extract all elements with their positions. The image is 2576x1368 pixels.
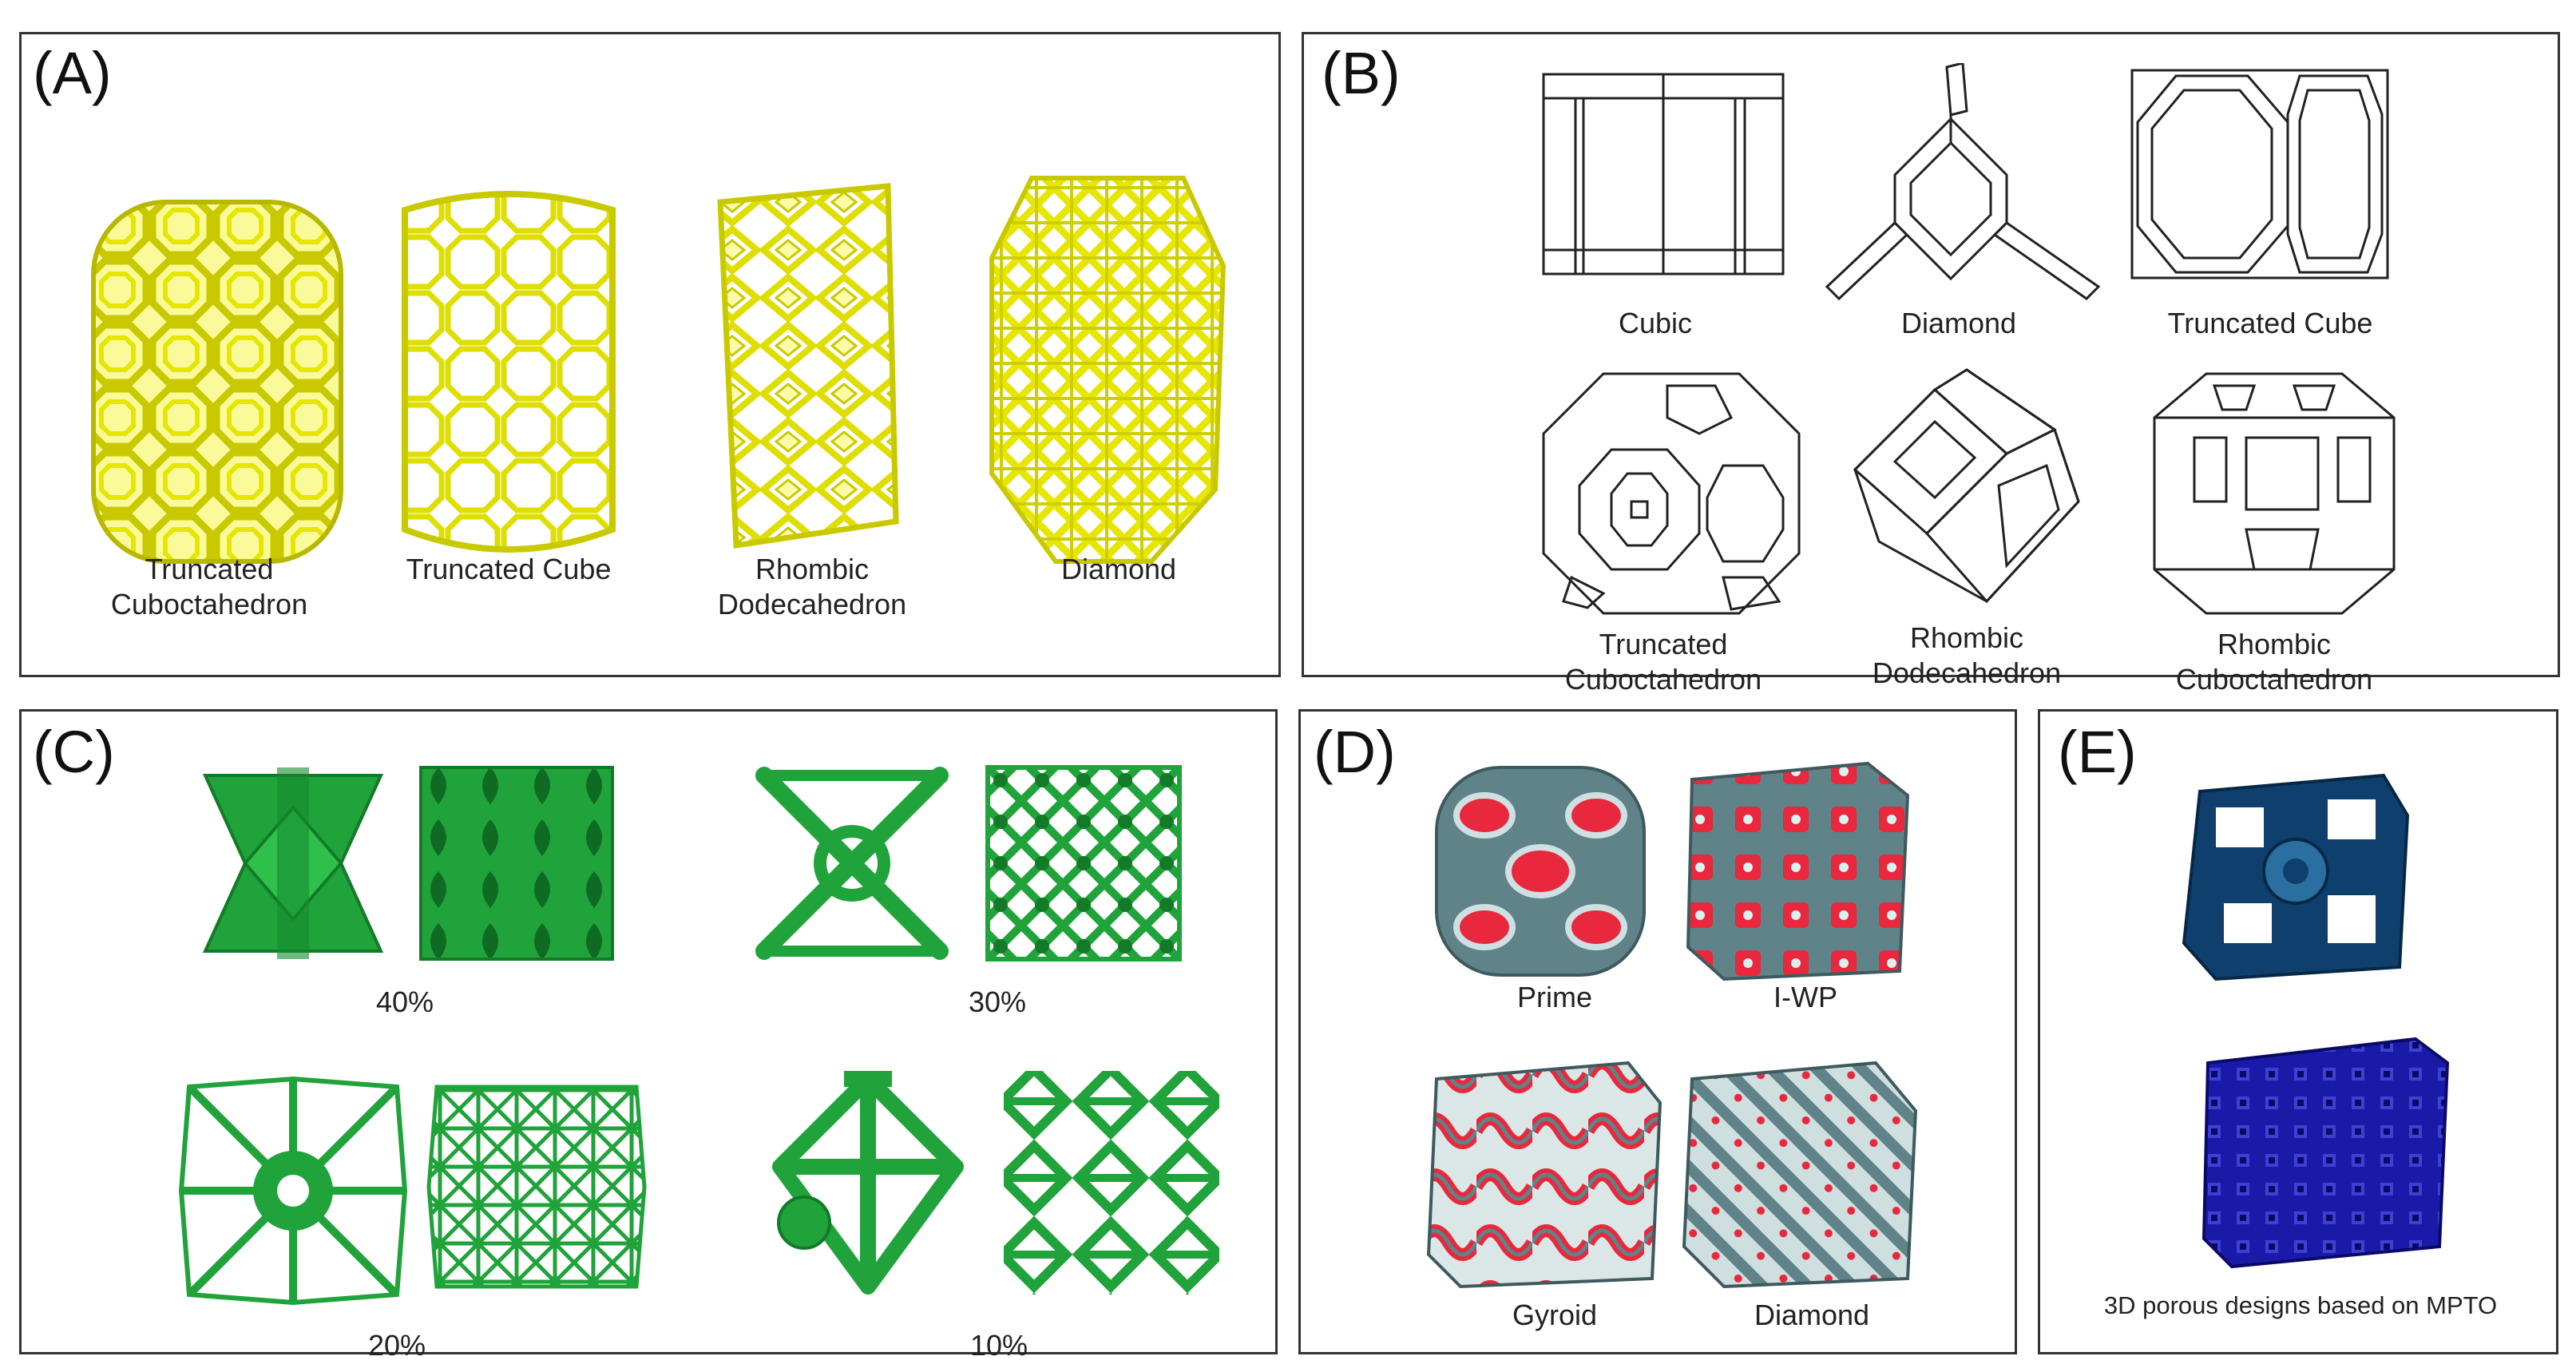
diamond-lattice — [984, 170, 1231, 569]
caption-gyroid: Gyroid — [1512, 1299, 1598, 1331]
mpto-lattice-array — [2200, 1031, 2455, 1271]
caption-diamond: Diamond — [1060, 553, 1177, 585]
panel-e: (E) 3D porous designs based on MPTO — [2038, 709, 2558, 1354]
cubic-cell-drawing — [1536, 66, 1791, 282]
rhombic-dodecahedron-cell-drawing — [1847, 366, 2087, 605]
lattice-20-unit-cell — [173, 1071, 413, 1311]
caption-mpto: 3D porous designs based on MPTO — [2103, 1291, 2498, 1319]
caption-cubic: Cubic — [1618, 307, 1693, 339]
truncated-cube-lattice — [389, 178, 628, 569]
rhombic-dodecahedron-lattice — [704, 178, 904, 553]
lattice-40-array — [413, 759, 620, 967]
tpms-gyroid — [1421, 1047, 1668, 1295]
lattice-20-array — [421, 1071, 652, 1303]
panel-a-label: (A) — [33, 40, 112, 106]
caption-truncated-cuboctahedron: Truncated Cuboctahedron — [110, 553, 308, 621]
panel-c-label: (C) — [33, 719, 115, 785]
rhombic-cuboctahedron-cell-drawing — [2150, 370, 2398, 617]
lattice-40-unit-cell — [189, 759, 397, 967]
caption-20-percent: 20% — [367, 1329, 426, 1362]
caption-40-percent: 40% — [375, 985, 434, 1018]
lattice-30-unit-cell — [748, 759, 956, 967]
caption-truncated-cube: Truncated Cube — [406, 553, 612, 585]
caption-10-percent: 10% — [969, 1329, 1028, 1362]
tpms-i-wp — [1676, 747, 1916, 987]
caption-truncated-cube-b: Truncated Cube — [2167, 307, 2373, 339]
caption-diamond-b: Diamond — [1900, 307, 2017, 339]
lattice-10-unit-cell — [764, 1063, 972, 1303]
caption-rhombic-cuboctahedron-b: Rhombic Cuboctahedron — [2175, 628, 2373, 696]
panel-d-label: (D) — [1314, 719, 1396, 785]
diamond-cell-drawing — [1823, 63, 2110, 319]
truncated-cube-cell-drawing — [2128, 66, 2392, 282]
lattice-10-array — [996, 1063, 1227, 1303]
truncated-cuboctahedron-lattice — [85, 194, 349, 569]
caption-prime: Prime — [1516, 981, 1593, 1013]
caption-rhombic-dodecahedron-b: Rhombic Dodecahedron — [1872, 621, 2062, 689]
panel-e-label: (E) — [2058, 719, 2137, 785]
mpto-unit-cell — [2168, 751, 2423, 991]
panel-d: (D) Prime I-WP — [1298, 709, 2017, 1354]
caption-diamond-d: Diamond — [1754, 1299, 1870, 1331]
tpms-prime — [1421, 751, 1660, 991]
panel-b: (B) Cubic Diamond Tru — [1302, 32, 2560, 696]
lattice-30-array — [980, 759, 1187, 967]
caption-rhombic-dodecahedron: Rhombic Dodecahedron — [717, 553, 907, 621]
tpms-diamond — [1676, 1047, 1924, 1295]
panel-b-label: (B) — [1322, 40, 1401, 106]
caption-truncated-cuboctahedron-b: Truncated Cuboctahedron — [1564, 628, 1762, 696]
panel-a: (A) — [19, 32, 1281, 677]
caption-30-percent: 30% — [968, 985, 1027, 1018]
caption-i-wp: I-WP — [1773, 981, 1837, 1013]
truncated-cuboctahedron-cell-drawing — [1540, 370, 1803, 617]
panel-c: (C) 40% — [19, 709, 1278, 1362]
